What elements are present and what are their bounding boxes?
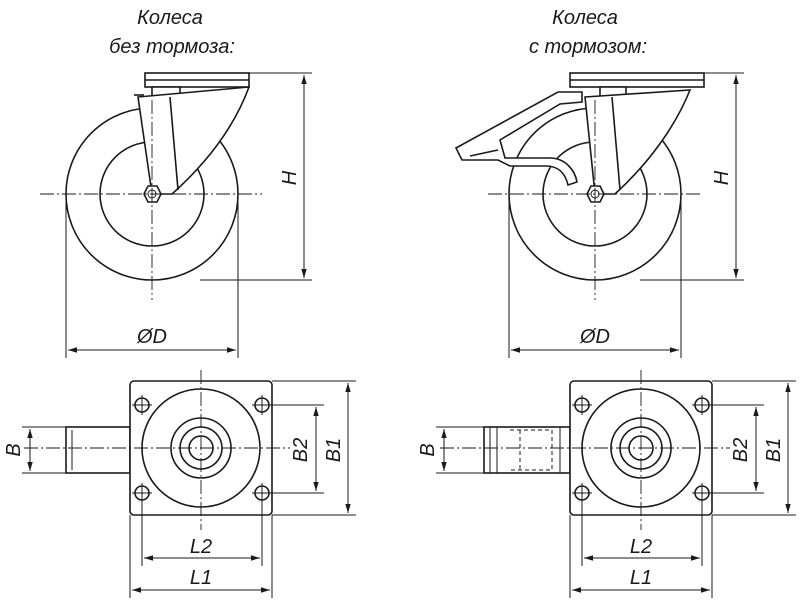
- dim-d-right: ØD: [579, 326, 610, 348]
- dim-b2-right: B2: [730, 438, 752, 462]
- caption-left-line2: без тормоза:: [109, 36, 235, 58]
- fork: [137, 86, 251, 195]
- dim-h-left: H: [279, 170, 301, 185]
- fork: [584, 89, 692, 195]
- dim-l1-right: L1: [630, 567, 652, 589]
- wheel-stub: [65, 426, 131, 474]
- brake-lever: [454, 91, 583, 187]
- side-view-with-brake: H ØD: [454, 72, 744, 358]
- dim-b-right: B: [417, 443, 439, 456]
- dim-d-left: ØD: [136, 326, 167, 348]
- caption-right-line2: с тормозом:: [529, 36, 647, 58]
- top-view-with-brake: B B2 B1 L2 L1: [417, 370, 796, 598]
- dim-l2-right: L2: [630, 536, 652, 558]
- dim-l2-left: L2: [190, 536, 212, 558]
- dim-b2-left: B2: [290, 438, 312, 462]
- dim-b1-left: B1: [323, 438, 345, 462]
- side-view-no-brake: H ØD: [40, 72, 312, 358]
- caption-left-line1: Колеса: [137, 7, 203, 29]
- dim-h-right: H: [711, 170, 733, 185]
- dim-b1-right: B1: [763, 438, 785, 462]
- caption-right-line1: Колеса: [552, 7, 618, 29]
- top-view-no-brake: B B2 B1 L2 L1: [3, 370, 356, 598]
- dim-b-left: B: [3, 443, 25, 456]
- dim-l1-left: L1: [190, 567, 212, 589]
